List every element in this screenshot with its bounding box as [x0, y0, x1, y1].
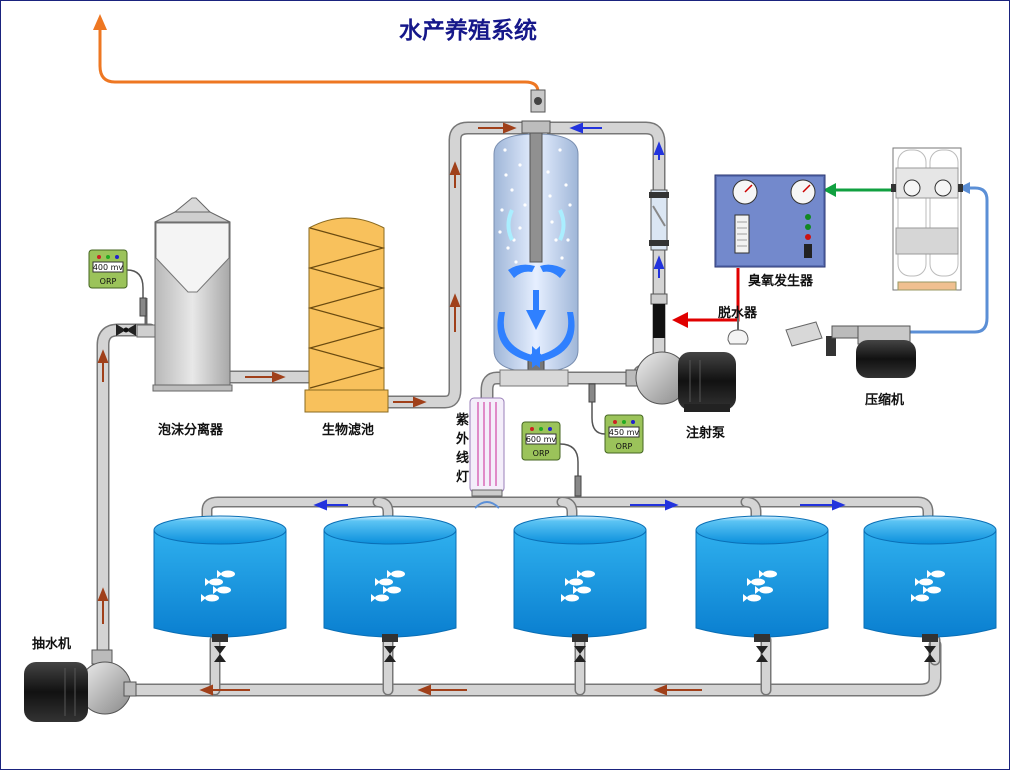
bubbles [498, 148, 572, 264]
ozone-generator-label: 臭氧发生器 [748, 273, 814, 289]
fish-icon [759, 570, 777, 578]
bubble [554, 238, 558, 242]
exhaust-arrow-icon [93, 14, 107, 30]
bubble [548, 194, 552, 198]
bubble [560, 256, 564, 260]
injection-pump-label: 注射泵 [686, 425, 725, 441]
water-pump-label: 抽水机 [32, 636, 71, 652]
fish-icon [371, 594, 389, 602]
orp-unit: ORP [533, 449, 550, 458]
bubble [550, 220, 554, 224]
ozone-generator [714, 174, 826, 268]
bubble [564, 183, 568, 187]
page-title: 水产养殖系统 [399, 17, 537, 44]
orp-meter-2: 450 mv ORP [588, 383, 644, 454]
exhaust-line [98, 28, 540, 93]
fish-icon [743, 594, 761, 602]
orp-value: 450 mv [609, 428, 640, 437]
orp-meter-3: 600 mv ORP [521, 421, 582, 497]
orp-value: 400 mv [93, 263, 124, 272]
fish-icon [217, 570, 235, 578]
fish-icon [201, 594, 219, 602]
fish-tank [863, 515, 997, 662]
bubble [504, 173, 508, 177]
orp-value: 600 mv [526, 435, 557, 444]
foam-separator [116, 197, 233, 392]
fish-icon [923, 586, 941, 594]
fish-icon [375, 578, 393, 586]
orp-unit: ORP [100, 277, 117, 286]
svg-text:线: 线 [456, 450, 469, 466]
fish-icon [383, 586, 401, 594]
compressor-label: 压缩机 [865, 392, 904, 408]
foam-separator-label: 泡沫分离器 [158, 422, 224, 438]
bubble [503, 148, 507, 152]
fish-icon [911, 594, 929, 602]
fish-icon [213, 586, 231, 594]
fish-icon [561, 594, 579, 602]
bio-filter [304, 217, 389, 413]
air-arrow-icon [958, 182, 970, 194]
bubble [498, 230, 502, 234]
bubble [510, 188, 514, 192]
orp-meter-1: 400 mv ORP [88, 249, 147, 317]
ozone-reactor [493, 89, 669, 387]
bubble [500, 208, 504, 212]
flow-arrows [97, 122, 846, 696]
water-pump [24, 649, 137, 722]
fish-tank [153, 515, 287, 662]
bubble [566, 238, 570, 242]
fish-icon [205, 578, 223, 586]
fish-icon [577, 570, 595, 578]
fish-tank [323, 515, 457, 662]
orp-unit: ORP [616, 442, 633, 451]
fish-icon [755, 586, 773, 594]
svg-text:灯: 灯 [456, 469, 469, 485]
fish-icon [747, 578, 765, 586]
bubble [506, 246, 510, 250]
uv-lamp-label: 紫 外 线 灯 [455, 412, 469, 485]
fish-tank [695, 515, 829, 662]
bubble [546, 170, 550, 174]
air-line [885, 186, 989, 334]
bubble [518, 226, 522, 230]
oxygen-concentrator [891, 147, 963, 291]
bubble [518, 163, 522, 167]
svg-text:外: 外 [455, 431, 469, 447]
dehydrator-label: 脱水器 [718, 305, 758, 321]
fish-icon [565, 578, 583, 586]
uv-lamp [469, 397, 505, 509]
fish-icon [927, 570, 945, 578]
bubble [558, 148, 562, 152]
bubble [568, 203, 572, 207]
fish-tank [513, 515, 647, 662]
ozone-arrow-icon [672, 312, 688, 328]
injection-pump [625, 351, 736, 412]
bio-filter-label: 生物滤池 [322, 422, 374, 438]
compressor [785, 321, 916, 378]
fish-icon [915, 578, 933, 586]
bubble [523, 203, 527, 207]
fish-icon [573, 586, 591, 594]
oxygen-arrow-icon [823, 183, 836, 197]
dehydrator [727, 310, 749, 345]
bubble [514, 260, 518, 264]
svg-text:紫: 紫 [456, 412, 469, 428]
fish-tanks [153, 515, 997, 662]
fish-icon [387, 570, 405, 578]
